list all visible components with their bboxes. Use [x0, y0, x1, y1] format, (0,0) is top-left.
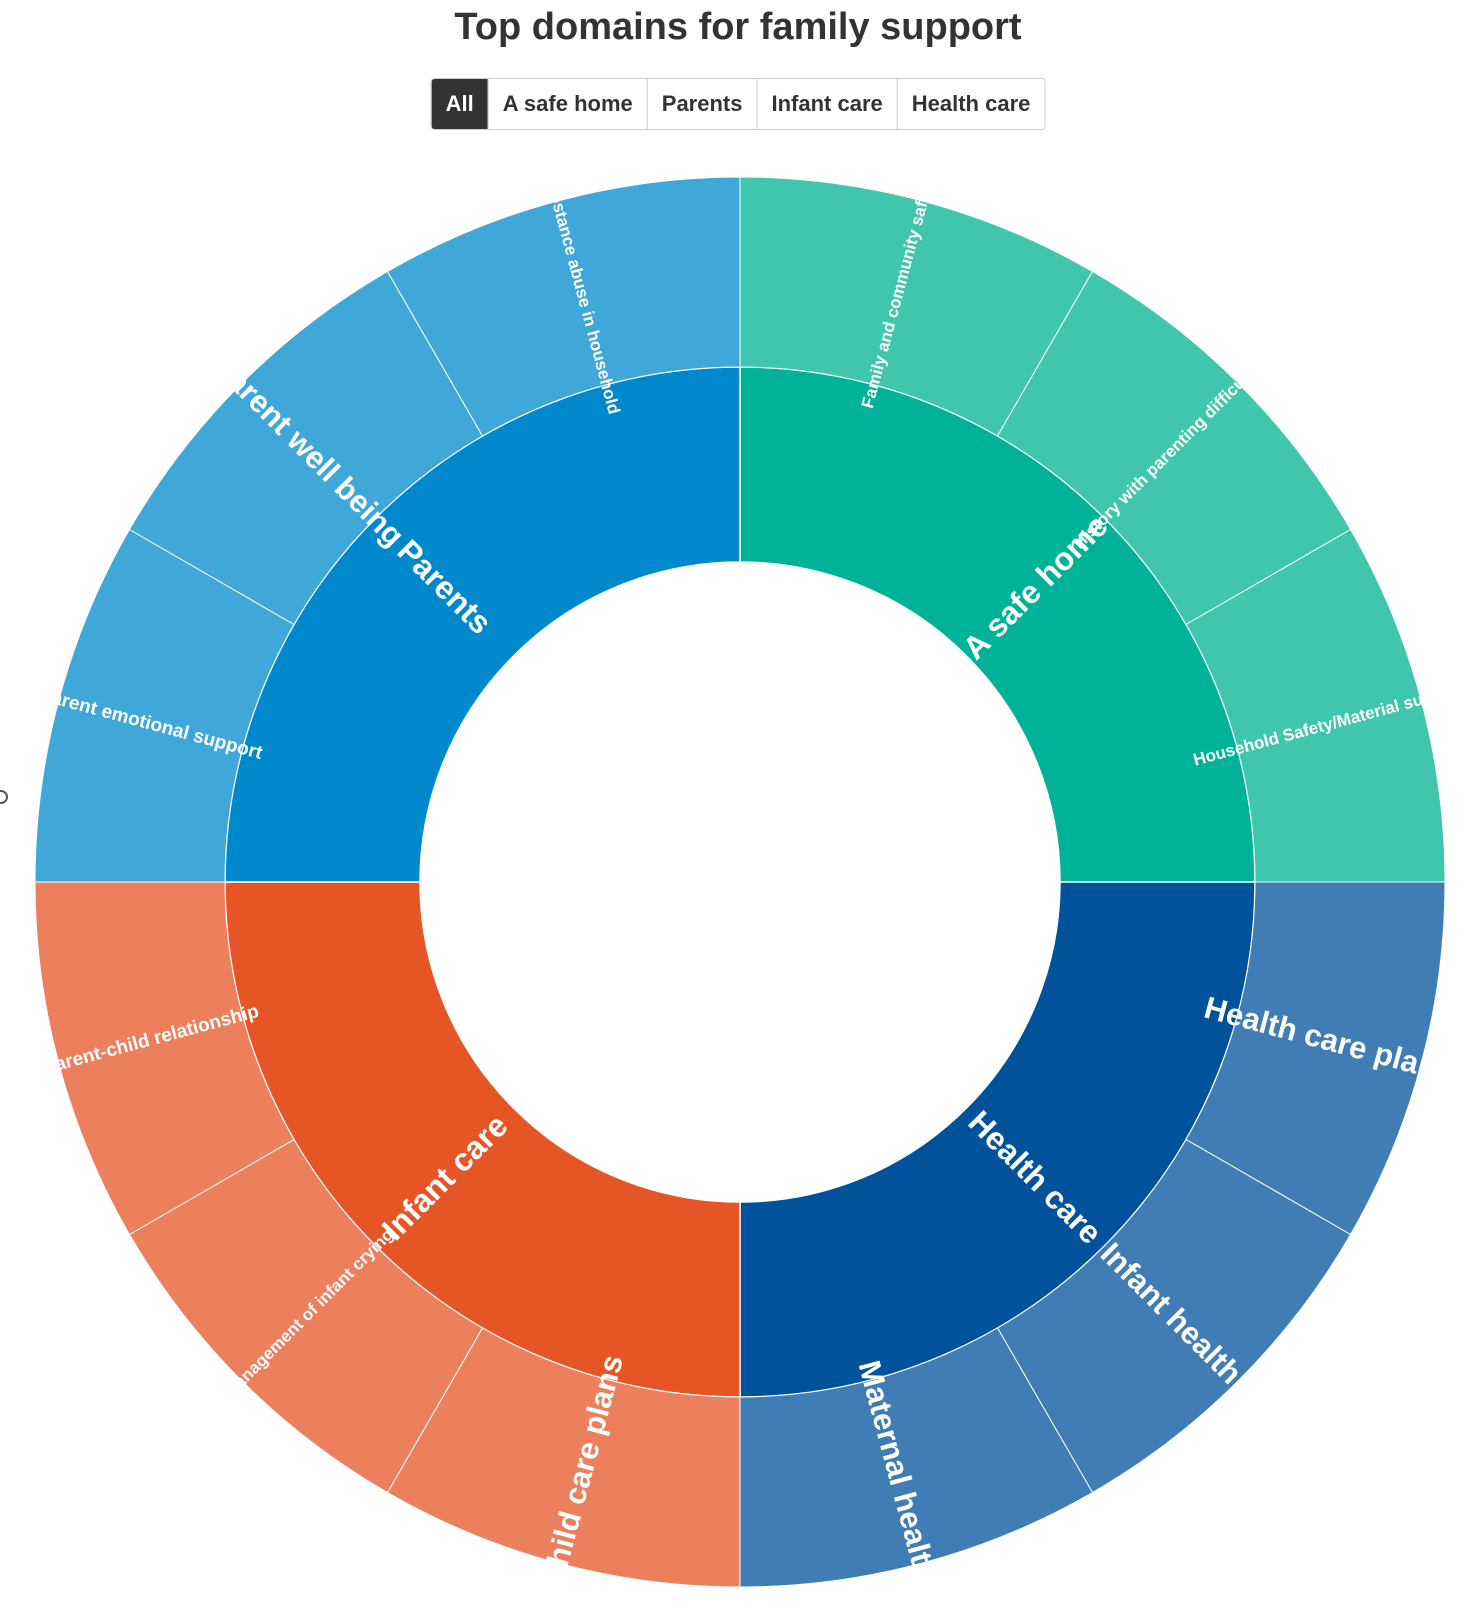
tab-all[interactable]: All [431, 79, 488, 129]
tab-health-care[interactable]: Health care [896, 79, 1045, 129]
subsegment-substance-abuse-in-household[interactable] [386, 176, 741, 437]
tab-infant-care[interactable]: Infant care [756, 79, 896, 129]
chart-title: Top domains for family support [454, 6, 1022, 48]
filter-tabs: All A safe home Parents Infant care Heal… [430, 78, 1046, 130]
tab-parents[interactable]: Parents [646, 79, 757, 129]
tab-a-safe-home[interactable]: A safe home [487, 79, 647, 129]
edge-circle-icon [0, 790, 8, 804]
